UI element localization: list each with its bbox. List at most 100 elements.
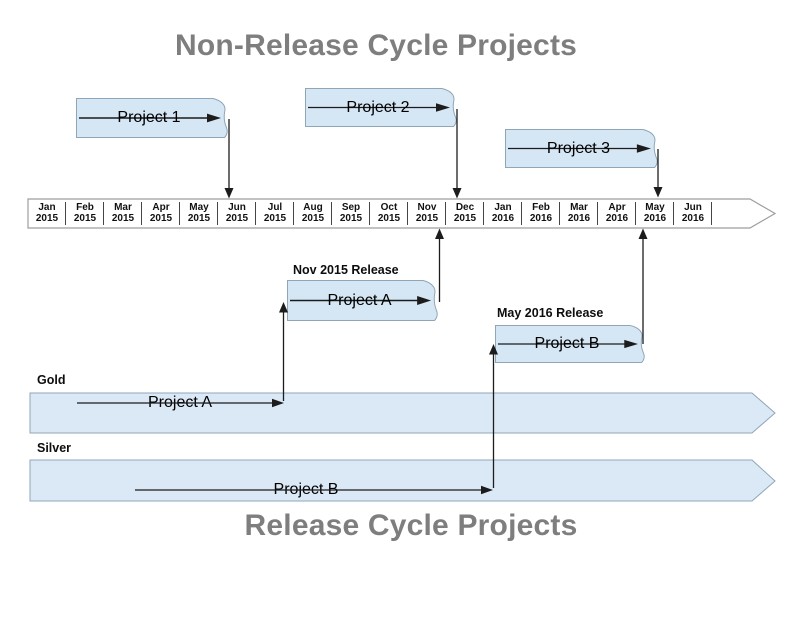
month-year: 2015 [225, 213, 249, 224]
month-name: Jun [228, 202, 246, 213]
project-2-box: Project 2 [305, 88, 457, 127]
month-divider [445, 202, 446, 225]
month-divider [711, 202, 712, 225]
silver-track-project-label: Project B [273, 481, 339, 498]
month-year: 2015 [149, 213, 173, 224]
month-divider [673, 202, 674, 225]
month-name: Jul [267, 202, 283, 213]
month-year: 2016 [529, 213, 553, 224]
month-year: 2016 [681, 213, 705, 224]
month-year: 2015 [111, 213, 135, 224]
month-year: 2015 [263, 213, 287, 224]
month-year: 2015 [73, 213, 97, 224]
month-divider [407, 202, 408, 225]
month-name: Apr [152, 202, 170, 213]
right-arrow-icon [624, 339, 639, 349]
month-year: 2015 [453, 213, 477, 224]
month-name: Sep [341, 202, 361, 213]
non-release-title: Non-Release Cycle Projects [174, 29, 578, 62]
month-year: 2015 [35, 213, 59, 224]
month-year: 2015 [301, 213, 325, 224]
month-divider [597, 202, 598, 225]
month-name: Mar [114, 202, 132, 213]
month-divider [293, 202, 294, 225]
month-name: Oct [380, 202, 398, 213]
tape-shape [287, 280, 438, 321]
month-name: Jun [684, 202, 702, 213]
right-arrow-icon [436, 103, 450, 112]
month-divider [521, 202, 522, 225]
month-divider [179, 202, 180, 225]
project-1-label: Project 1 [117, 109, 181, 126]
month-year: 2016 [567, 213, 591, 224]
release-a-box: Project A [287, 280, 438, 321]
silver-track-label: Silver [37, 441, 72, 455]
gold-track-project-label: Project A [147, 394, 213, 411]
month-name: Dec [455, 202, 475, 213]
month-name: Mar [570, 202, 588, 213]
month-year: 2016 [605, 213, 629, 224]
release-a-label: Project A [327, 291, 392, 309]
month-year: 2015 [187, 213, 211, 224]
month-name: Aug [303, 202, 323, 213]
release-a-title: Nov 2015 Release [293, 263, 399, 277]
month-name: Jan [38, 202, 56, 213]
project-3-box: Project 3 [505, 129, 658, 168]
month-year: 2016 [491, 213, 515, 224]
month-name: Apr [608, 202, 626, 213]
month-name: May [645, 202, 665, 213]
release-title: Release Cycle Projects [244, 509, 578, 542]
tape-shape [76, 98, 228, 138]
gold-track-label: Gold [37, 373, 66, 387]
month-name: Nov [417, 202, 437, 213]
month-divider [103, 202, 104, 225]
tape-shape [505, 129, 658, 168]
release-b-box: Project B [495, 325, 645, 363]
month-year: 2015 [377, 213, 401, 224]
release-b-label: Project B [534, 335, 600, 352]
month-divider [635, 202, 636, 225]
month-year: 2015 [339, 213, 363, 224]
month-divider [65, 202, 66, 225]
month-divider [141, 202, 142, 225]
month-year: 2015 [415, 213, 439, 224]
month-divider [369, 202, 370, 225]
right-arrow-icon [636, 144, 651, 153]
right-arrow-icon [417, 295, 432, 306]
right-arrow-icon [207, 113, 221, 123]
project-2-label: Project 2 [346, 98, 410, 116]
project-3-label: Project 3 [546, 139, 611, 157]
month-name: May [189, 202, 209, 213]
month-divider [255, 202, 256, 225]
month-name: Jan [494, 202, 512, 213]
project-1-box: Project 1 [76, 98, 228, 138]
month-divider [217, 202, 218, 225]
month-divider [483, 202, 484, 225]
month-name: Feb [76, 202, 94, 213]
tape-shape [495, 325, 645, 363]
release-b-title: May 2016 Release [497, 306, 604, 320]
tape-shape [305, 88, 457, 127]
month-name: Feb [532, 202, 550, 213]
